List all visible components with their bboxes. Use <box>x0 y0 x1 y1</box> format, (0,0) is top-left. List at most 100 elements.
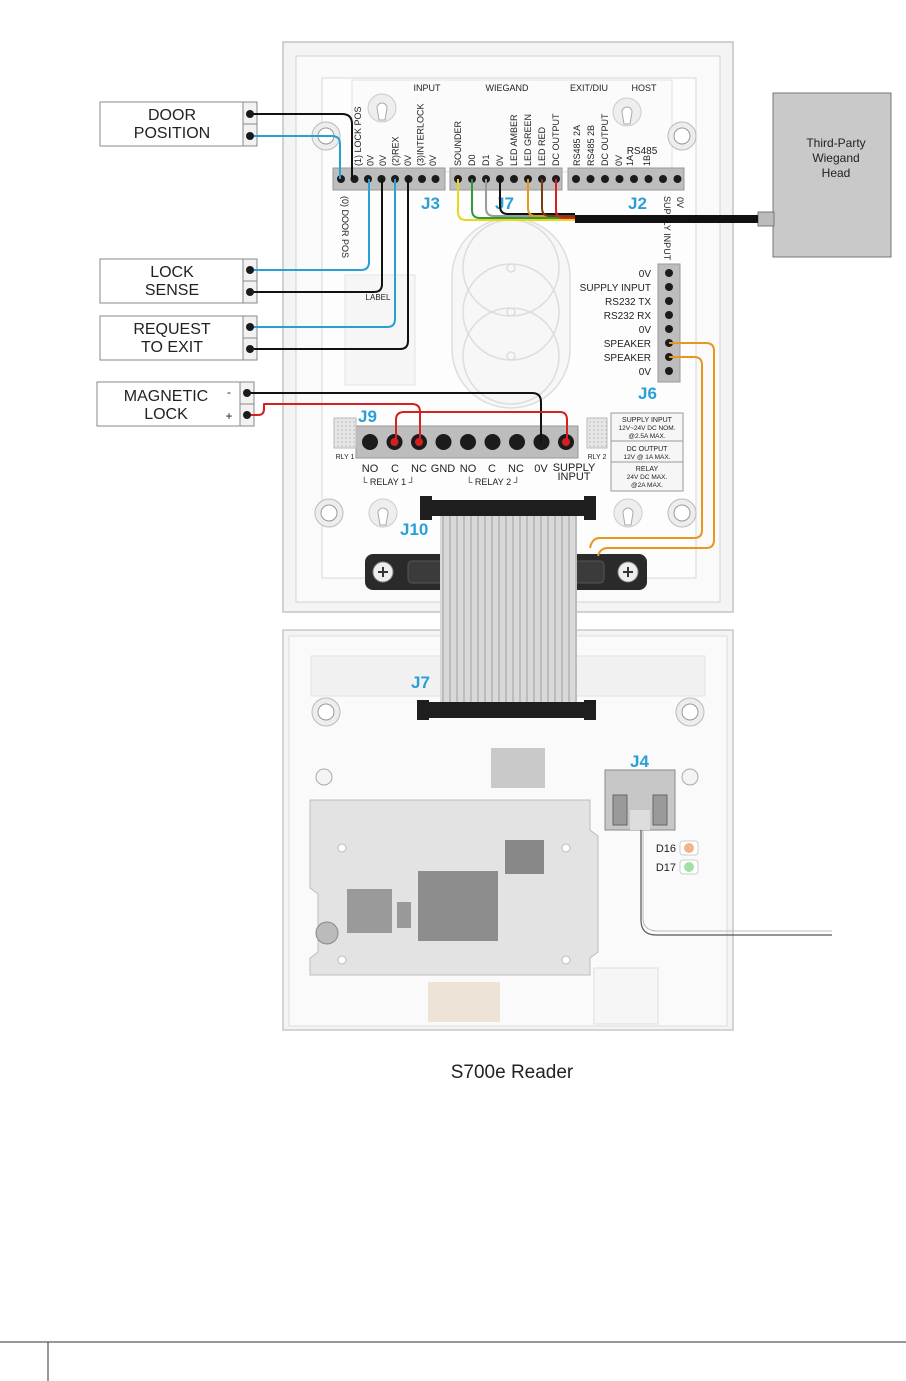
chip <box>505 840 544 874</box>
wire-relay-jumper-red <box>395 411 568 442</box>
chip <box>397 902 411 928</box>
j10-header <box>426 500 592 516</box>
j9-pin-label: GND <box>431 463 456 475</box>
j7-pin-label: D0 <box>467 154 477 166</box>
j4-cable <box>640 830 832 936</box>
request-to-exit-line2: TO EXIT <box>141 339 203 356</box>
connector-j10-label: J10 <box>400 520 428 539</box>
third-party-line2: Wiegand <box>812 151 859 165</box>
j2-pin-label: SUPPLY INPUT <box>662 196 672 261</box>
j7-pin-label: LED GREEN <box>523 114 533 166</box>
j2-pin-label: 1B <box>642 155 652 166</box>
wire-door-pos-blue <box>250 135 341 179</box>
j3-pin-label: (3)INTERLOCK <box>416 103 426 166</box>
connector-j4-label: J4 <box>630 752 649 771</box>
spec-supply-title: SUPPLY INPUT <box>622 417 673 424</box>
j3-pin-label: (1) LOCK POS <box>353 106 363 166</box>
relay-1-icon <box>333 417 357 449</box>
third-party-line1: Third-Party <box>806 136 865 150</box>
wire-0v-black <box>499 179 575 215</box>
spec-box: SUPPLY INPUT 12V~24V DC NOM. @2.5A MAX. … <box>610 412 684 492</box>
header-exit-diu: EXIT/DIU <box>570 83 608 93</box>
j9-pin-label: NC <box>411 463 427 475</box>
wire-led-amber-orange <box>527 179 575 217</box>
j6-pin-label: 0V <box>639 269 652 280</box>
j2-terminal <box>659 175 667 183</box>
header-host: HOST <box>631 83 657 93</box>
j3-terminal <box>431 175 440 183</box>
wire-maglock-black <box>247 392 542 442</box>
j2-pin-label: RS485 2A <box>572 125 582 166</box>
wire-lock-sense-blue <box>250 179 370 271</box>
j9-pin-label: NO <box>362 463 379 475</box>
j7-pin-label: 0V <box>495 155 505 166</box>
j2-terminal-strip <box>567 167 685 191</box>
j7-reader-header <box>426 702 592 718</box>
j6-pin-label: RS232 RX <box>604 311 652 322</box>
keyhole-mount <box>612 97 642 127</box>
screw-icon <box>315 768 333 786</box>
j9-terminal-strip <box>355 425 579 459</box>
j6-terminal <box>665 311 673 319</box>
j9-terminal <box>435 434 452 450</box>
request-to-exit-line1: REQUEST <box>133 321 211 338</box>
keyhole-mount <box>368 498 398 528</box>
led-d16-icon <box>684 843 694 853</box>
screw-hole <box>675 697 705 727</box>
j9-pin-label: INPUT <box>558 471 591 483</box>
wire-door-pos-black <box>250 113 353 179</box>
magnetic-lock-line2: LOCK <box>144 406 188 423</box>
j3-pin-label: 0V <box>403 155 413 166</box>
connector-j9-label: J9 <box>358 407 377 426</box>
connector-j3-label: J3 <box>421 194 440 213</box>
magnetic-lock-device: MAGNETIC LOCK - + <box>96 381 255 427</box>
j6-terminal-strip <box>657 263 681 383</box>
wire-d0-green <box>471 179 575 219</box>
j2-terminal <box>601 175 609 183</box>
j2-pin-label: 1A <box>625 155 635 166</box>
j3-pin-label: 0V <box>366 155 376 166</box>
j7-terminal <box>510 175 518 183</box>
j7-pin-label: LED RED <box>537 126 547 166</box>
j2-terminal <box>630 175 638 183</box>
spec-relay-line2: @2A MAX. <box>631 482 663 489</box>
connector-j7-reader-label: J7 <box>411 673 430 692</box>
spec-relay-line1: 24V DC MAX. <box>627 474 668 481</box>
door-position-device: DOOR POSITION <box>99 101 258 147</box>
j3-terminal <box>418 175 426 183</box>
j9-pin-label: NO <box>460 463 477 475</box>
j6-pin-label: RS232 TX <box>605 297 651 308</box>
j6-terminal <box>665 269 673 277</box>
j2-terminal <box>615 175 624 183</box>
wire-maglock-red <box>247 403 421 442</box>
j7-pin-label: SOUNDER <box>453 120 463 166</box>
j2-terminal <box>586 175 595 183</box>
j7-pin-label: LED AMBER <box>509 114 519 166</box>
speaker-outline <box>451 217 571 409</box>
screw-hole <box>314 498 344 528</box>
chip <box>491 748 545 788</box>
wire-led-red-brown <box>541 179 575 217</box>
chip <box>347 889 392 933</box>
spec-supply-line2: @2.5A MAX. <box>628 433 666 440</box>
led-d17-icon <box>684 862 694 872</box>
j9-pin-label: C <box>488 463 496 475</box>
j2-pin-label: 0V <box>675 197 685 208</box>
j3-terminal-strip <box>332 167 446 191</box>
door-position-line1: DOOR <box>148 107 196 124</box>
j9-terminal <box>509 434 525 450</box>
j9-pin-label: 0V <box>534 463 548 475</box>
wire-dc-out-red <box>555 179 575 219</box>
j6-pin-label: 0V <box>639 325 652 336</box>
header-wiegand: WIEGAND <box>485 83 529 93</box>
wire-rex-blue <box>250 179 396 328</box>
j9-terminal <box>460 434 476 450</box>
j9-terminal <box>484 434 501 450</box>
j7-pin-label: D1 <box>481 154 491 166</box>
j9-pin-label: NC <box>508 463 524 475</box>
connector-j7-label: J7 <box>495 194 514 213</box>
j6-pin-label: SPEAKER <box>604 353 651 364</box>
j2-pin-label: 0V <box>614 155 624 166</box>
wires <box>247 113 758 557</box>
